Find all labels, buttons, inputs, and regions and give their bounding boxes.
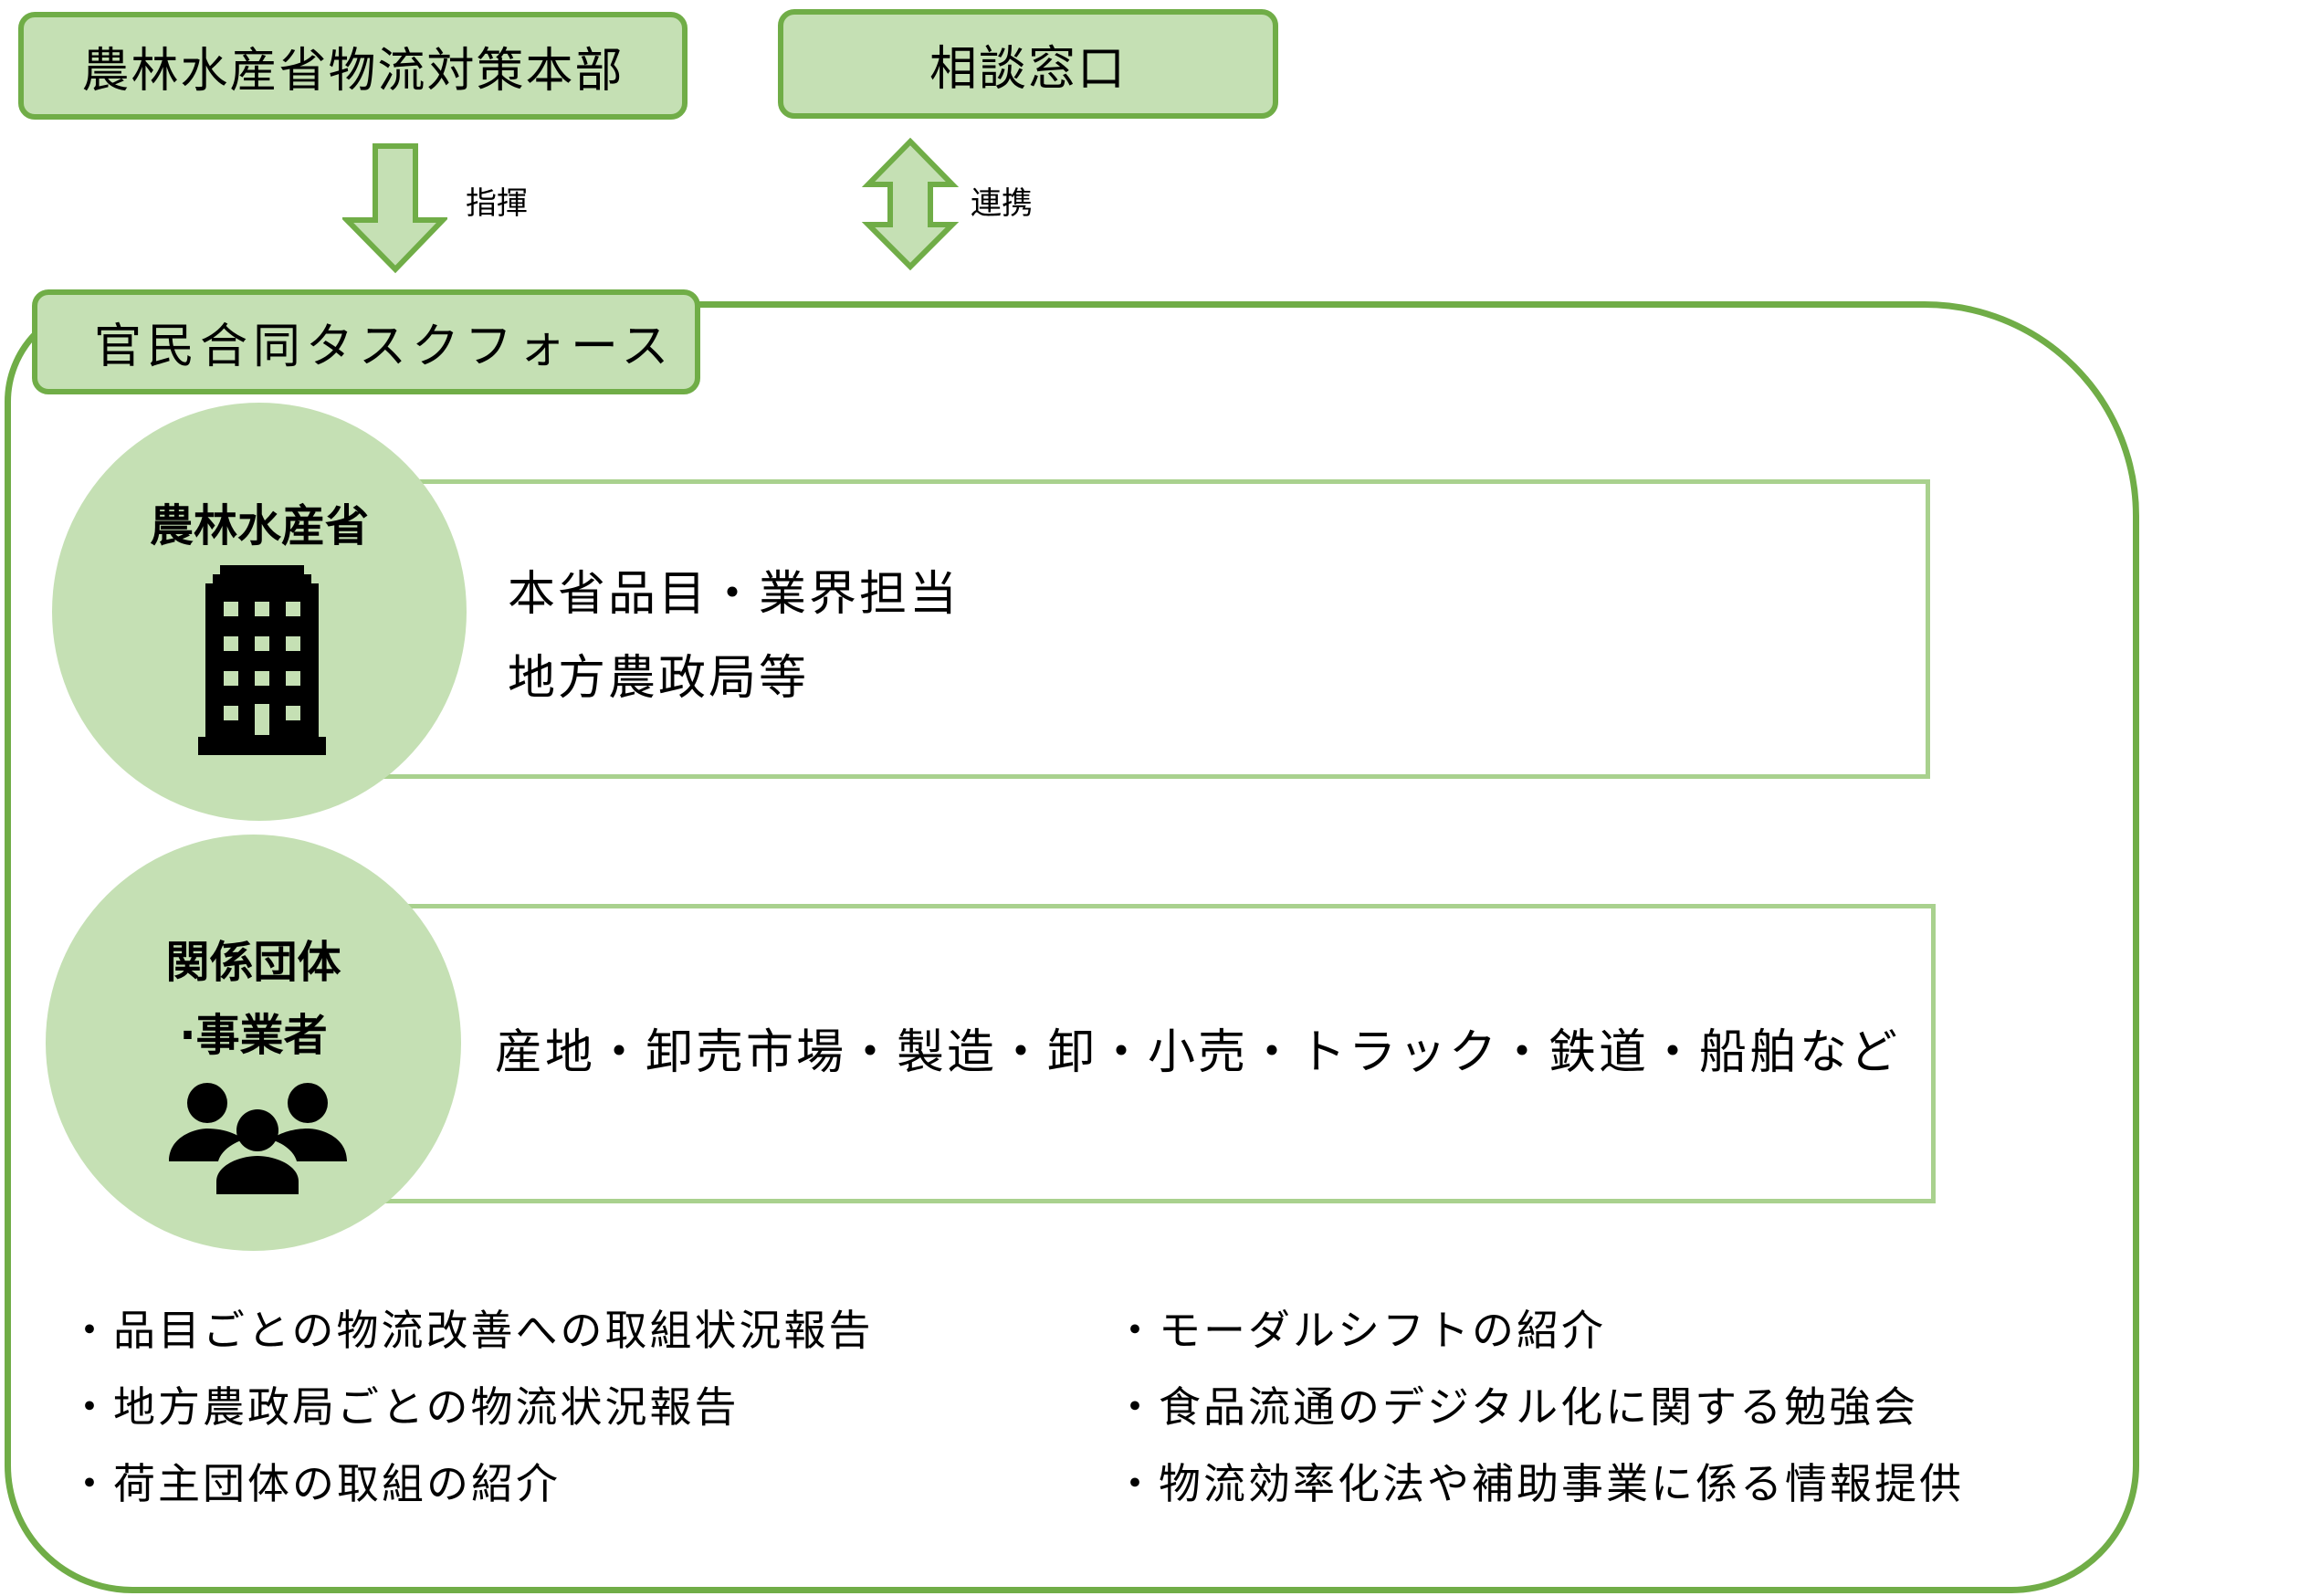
- activity-item: ・物流効率化法や補助事業に係る情報提供: [1114, 1459, 1964, 1508]
- activity-item: ・地方農政局ごとの物流状況報告: [68, 1382, 740, 1432]
- cooperation-label: 連携: [971, 185, 1033, 222]
- group-industry-name-2: ·事業者: [179, 1010, 328, 1061]
- group-of-people-icon: [169, 1083, 347, 1194]
- group-ministry-name: 農林水産省: [149, 500, 369, 551]
- group-industry-circle: 関係団体 ·事業者: [46, 835, 461, 1251]
- office-building-icon: [198, 565, 326, 755]
- consult-box: 相談窓口: [778, 9, 1278, 119]
- down-arrow-icon: [342, 143, 447, 274]
- ministry-line-1: 本省品目・業界担当: [508, 567, 961, 622]
- taskforce-title: 官民合同タスクフォース: [94, 320, 675, 374]
- taskforce-title-box: 官民合同タスクフォース: [32, 289, 700, 394]
- activity-item: ・食品流通のデジタル化に関する勉強会: [1114, 1382, 1919, 1432]
- group-ministry-box: [365, 479, 1930, 779]
- activities-left-list: ・品目ごとの物流改善への取組状況報告 ・地方農政局ごとの物流状況報告 ・荷主団体…: [68, 1292, 874, 1522]
- hq-box: 農林水産省物流対策本部: [18, 12, 688, 120]
- industry-line-1: 産地・卸売市場・製造・卸・小売・トラック・鉄道・船舶など: [495, 1025, 1900, 1080]
- ministry-line-2: 地方農政局等: [508, 651, 810, 706]
- command-label: 指揮: [466, 185, 528, 222]
- consult-label: 相談窓口: [929, 41, 1127, 97]
- activities-right-list: ・モーダルシフトの紹介 ・食品流通のデジタル化に関する勉強会 ・物流効率化法や補…: [1114, 1292, 1964, 1522]
- group-ministry-circle: 農林水産省: [52, 403, 467, 821]
- activity-item: ・モーダルシフトの紹介: [1114, 1306, 1606, 1355]
- double-arrow-icon: [861, 137, 960, 271]
- activity-item: ・品目ごとの物流改善への取組状況報告: [68, 1306, 874, 1355]
- hq-label: 農林水産省物流対策本部: [81, 43, 625, 99]
- activity-item: ・荷主団体の取組の紹介: [68, 1459, 561, 1508]
- group-industry-box: [365, 904, 1936, 1203]
- taskforce-frame: [5, 301, 2139, 1593]
- group-industry-name-1: 関係団体: [165, 937, 341, 988]
